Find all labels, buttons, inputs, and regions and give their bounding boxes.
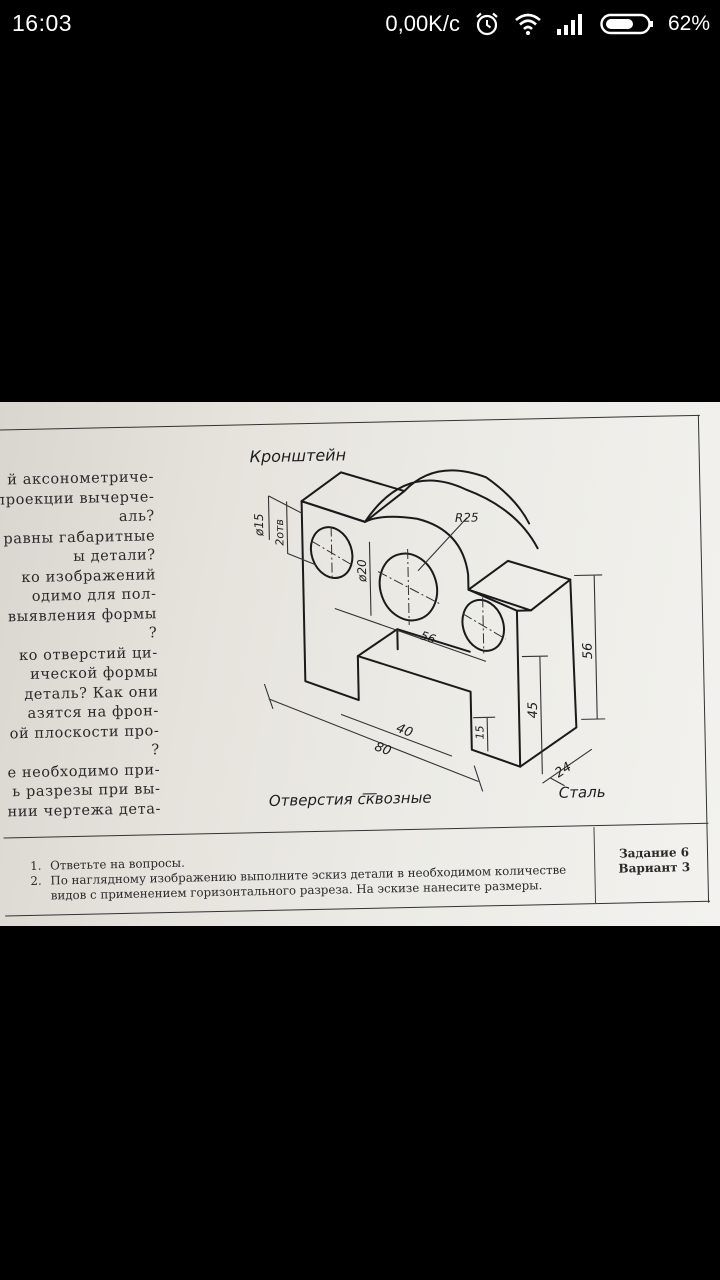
front-face <box>300 500 522 768</box>
status-bar: 16:03 0,00K/с <box>0 0 720 50</box>
dim-56-vertical: 56 <box>581 643 596 660</box>
notch-top <box>356 628 471 658</box>
status-time: 16:03 <box>12 10 73 36</box>
signal-icon <box>556 12 586 36</box>
document-page: й аксонометриче-проекции вычерче-аль?рав… <box>0 402 720 926</box>
arch-back <box>403 469 531 525</box>
document-photo[interactable]: й аксонометриче-проекции вычерче-аль?рав… <box>0 402 720 926</box>
dim-2-holes: 2отв <box>273 519 287 546</box>
top-face-left <box>300 471 406 523</box>
bracket-drawing: Кронштейн Отверстия сквозные Сталь ø15 2… <box>249 445 606 810</box>
dim-80: 80 <box>372 739 393 759</box>
dim-56-horizontal: 56 <box>419 628 438 646</box>
note-holes: Отверстия сквозные <box>269 789 432 810</box>
network-speed: 0,00K/с <box>385 11 460 36</box>
dim-15-small: 15 <box>473 725 486 739</box>
status-right-group: 0,00K/с <box>385 8 710 40</box>
battery-percent: 62% <box>667 12 710 35</box>
material-label: Сталь <box>559 783 606 802</box>
right-side-face <box>519 578 578 768</box>
dim-45: 45 <box>526 702 541 719</box>
variant-number: Вариант 3 <box>618 860 691 876</box>
battery-icon <box>600 12 654 36</box>
dim-r25: R25 <box>455 510 479 524</box>
alarm-clock-icon <box>474 11 500 37</box>
drawing-title: Кронштейн <box>249 445 346 466</box>
task-text: Ответьте на вопросы. <box>50 855 185 873</box>
task-number-label: 2. <box>30 873 42 888</box>
task-number-label: 1. <box>30 858 42 873</box>
dim-d15: ø15 <box>252 513 266 537</box>
hole-left <box>309 526 354 579</box>
assignment-block: Задание 6 Вариант 3 <box>609 845 700 877</box>
arch-outline <box>364 479 539 550</box>
dim-d20: ø20 <box>355 559 369 583</box>
hole-right <box>461 598 505 652</box>
hole-center <box>378 552 439 622</box>
wifi-icon <box>514 12 542 36</box>
top-face-right <box>467 559 572 612</box>
dim-40: 40 <box>394 721 415 741</box>
